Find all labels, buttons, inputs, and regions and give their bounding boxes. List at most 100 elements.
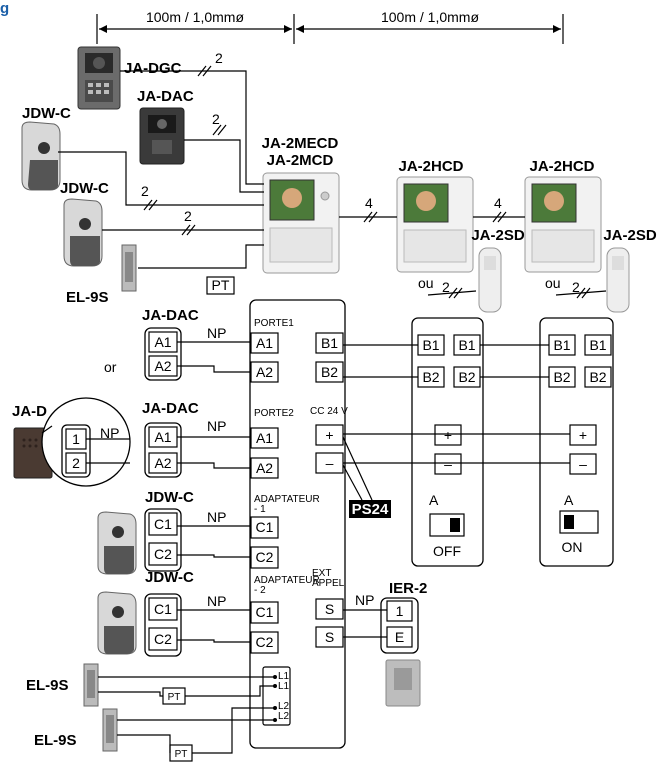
sub-monitor-label-1: JA-2HCD (398, 158, 463, 175)
sd-handset-image-2 (606, 247, 630, 313)
term-sub1-b1-out: B1 (458, 337, 475, 353)
term-sub1-b2-in: B2 (422, 369, 439, 385)
porte2-label: PORTE2 (254, 408, 294, 419)
el-9s-label-2: EL-9S (34, 732, 77, 749)
cc24v-label: CC 24 V (310, 406, 348, 417)
term-sub1-minus: – (444, 456, 452, 472)
master-label-2: JA-2MCD (267, 152, 334, 169)
master-label-1: JA-2MECD (262, 135, 339, 152)
pt-label-2: PT (175, 749, 188, 760)
switch-a-label-1: A (429, 492, 439, 508)
wire-count-dac: 2 (212, 111, 220, 127)
term-panel-plus: + (325, 427, 333, 443)
np-label-ier: NP (355, 592, 374, 608)
master-monitor-image (262, 172, 340, 274)
term-sub2-plus: + (579, 427, 587, 443)
term-panel-a2-2: A2 (256, 460, 273, 476)
jdw-c-label-1: JDW-C (145, 489, 194, 506)
el-9s-lock-image-1 (83, 663, 99, 707)
jdw-c-camera-image-1 (21, 121, 61, 191)
sub-monitor-image-1 (396, 176, 474, 273)
term-dac2-a2: A2 (154, 455, 171, 471)
np-label-3: NP (207, 509, 226, 525)
wire-count-dgc: 2 (215, 50, 223, 66)
term-sub2-b1-out: B1 (589, 337, 606, 353)
ps24-badge (349, 500, 391, 518)
ja-dac-label-1: JA-DAC (142, 307, 199, 324)
title-fragment: g (0, 0, 9, 17)
jdw-c-image-wiring-1 (97, 511, 137, 575)
np-label-1: NP (207, 325, 226, 341)
term-panel-b1: B1 (321, 335, 338, 351)
lock-terminal-block (262, 666, 291, 726)
term-panel-a1-2: A1 (256, 430, 273, 446)
dimension-right: 100m / 1,0mmø (381, 9, 479, 25)
np-label-jad: NP (100, 425, 119, 441)
jdw-c-top-label-2: JDW-C (60, 180, 109, 197)
term-jdw2-c2: C2 (154, 631, 172, 647)
pt-label-1: PT (168, 692, 181, 703)
term-panel-a1-1: A1 (256, 335, 273, 351)
term-panel-minus: – (326, 455, 334, 471)
jdw-c-camera-image-2 (63, 198, 103, 267)
wire-count-sd2: 2 (572, 279, 580, 295)
appel-label: APPEL (312, 578, 345, 589)
term-jad-2: 2 (72, 455, 80, 471)
el-9s-label-1: EL-9S (26, 677, 69, 694)
ps24-label: PS24 (352, 501, 389, 518)
ja-dac-label-2: JA-DAC (142, 400, 199, 417)
wire-count-sd1: 2 (442, 279, 450, 295)
term-l2-b: L2 (278, 711, 290, 722)
term-sub1-b2-out: B2 (458, 369, 475, 385)
ja-d-label: JA-D (12, 403, 47, 420)
ja-dgc-label: JA-DGC (124, 60, 182, 77)
term-jdw2-c1: C1 (154, 601, 172, 617)
term-panel-c1-2: C1 (256, 604, 274, 620)
adaptateur2-label: ADAPTATEUR (254, 575, 320, 586)
wire-count-jdw2: 2 (184, 208, 192, 224)
porte1-label: PORTE1 (254, 318, 294, 329)
switch-on-label: ON (562, 539, 583, 555)
term-sub2-minus: – (579, 456, 587, 472)
jdw-c-image-wiring-2 (97, 591, 137, 655)
switch-a-label-2: A (564, 492, 574, 508)
ier-2-label: IER-2 (389, 580, 427, 597)
term-jad-1: 1 (72, 431, 80, 447)
term-panel-s1: S (325, 601, 334, 617)
sub-monitor-label-2: JA-2HCD (529, 158, 594, 175)
term-panel-c2-2: C2 (256, 634, 274, 650)
ja-dac-top-label: JA-DAC (137, 88, 194, 105)
term-panel-b2: B2 (321, 364, 338, 380)
term-l1-a: L1 (278, 671, 290, 682)
term-ier-e: E (395, 629, 404, 645)
term-jdw1-c2: C2 (154, 546, 172, 562)
sd-handset-image-1 (478, 247, 502, 313)
term-sub1-plus: + (444, 427, 452, 443)
el-9s-lock-image-2 (102, 708, 118, 752)
wire-count-master-sub: 4 (365, 195, 373, 211)
term-panel-c1-1: C1 (256, 519, 274, 535)
wire-count-jdw1: 2 (141, 183, 149, 199)
dimension-left: 100m / 1,0mmø (146, 9, 244, 25)
np-label-2: NP (207, 418, 226, 434)
term-panel-s2: S (325, 629, 334, 645)
term-sub1-b1-in: B1 (422, 337, 439, 353)
pt-top-box (206, 276, 235, 295)
term-dac1-a2: A2 (154, 358, 171, 374)
ou-label-2: ou (545, 275, 561, 291)
term-sub2-b1-in: B1 (553, 337, 570, 353)
ja-dac-door-station-image (139, 107, 185, 165)
sd-label-1: JA-2SD (471, 227, 525, 244)
term-dac2-a1: A1 (154, 429, 171, 445)
term-dac1-a1: A1 (154, 334, 171, 350)
term-l1-b: L1 (278, 681, 290, 692)
or-label: or (104, 359, 117, 375)
ext-label: EXT (312, 568, 331, 579)
sub-monitor-image-2 (524, 176, 602, 273)
wire-count-sub-sub: 4 (494, 195, 502, 211)
switch-2-knob (564, 515, 574, 529)
np-label-4: NP (207, 593, 226, 609)
switch-off-label: OFF (433, 543, 461, 559)
